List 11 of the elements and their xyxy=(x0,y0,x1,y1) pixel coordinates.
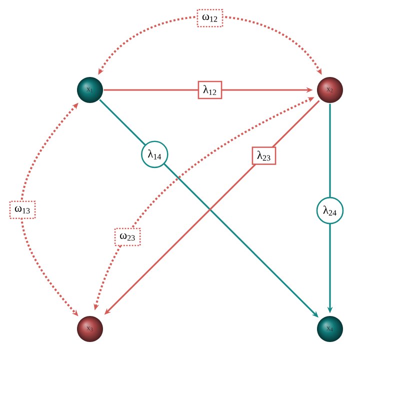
sphere xyxy=(77,77,103,103)
edge-label: ω$_{23}$ xyxy=(114,228,141,246)
edge-label: λ$_{12}$ xyxy=(198,80,222,100)
edge-label: λ$_{23}$ xyxy=(252,146,276,165)
edge-label: λ$_{14}$ xyxy=(141,140,168,168)
edge-label: ω$_{13}$ xyxy=(9,200,36,220)
sphere xyxy=(317,77,343,103)
edge-label: λ$_{24}$ xyxy=(316,196,344,224)
edge-label: ω$_{12}$ xyxy=(196,8,224,28)
sphere xyxy=(77,316,103,342)
sphere xyxy=(317,316,343,342)
